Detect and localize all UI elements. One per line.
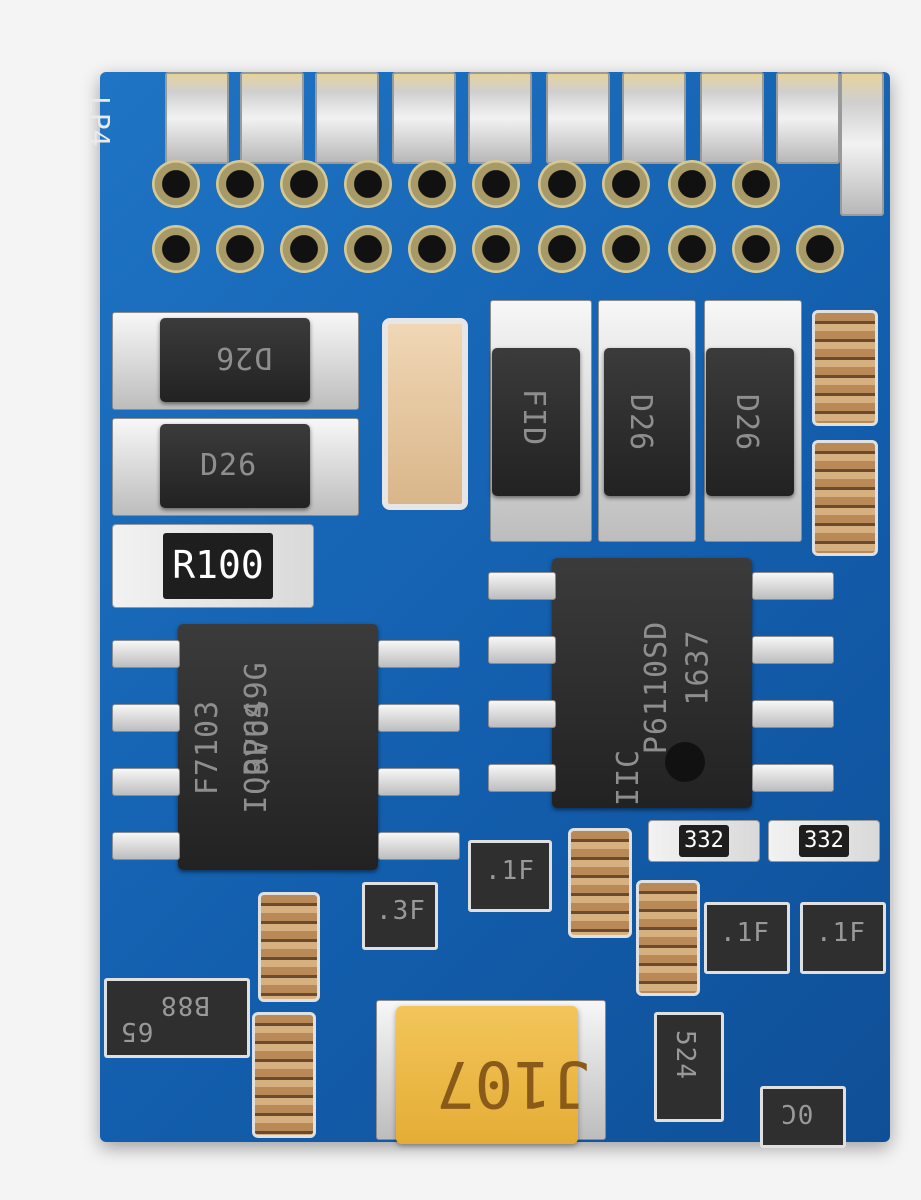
- diode-marking: D26: [729, 393, 765, 452]
- ic-pin: [378, 704, 460, 732]
- diode: [492, 348, 580, 496]
- ic-pin: [752, 636, 834, 664]
- ic-pin: [112, 704, 180, 732]
- through-hole: [152, 160, 200, 208]
- ic-marking: 1637: [680, 629, 716, 706]
- ic-pin: [378, 832, 460, 860]
- connector-pad: [315, 72, 379, 164]
- chip-marking: 0C: [780, 1098, 814, 1128]
- through-hole: [408, 160, 456, 208]
- ic-pin: [488, 572, 556, 600]
- through-hole: [152, 225, 200, 273]
- ic-pin: [112, 768, 180, 796]
- ic-marking: 9VUS: [240, 699, 276, 776]
- through-hole: [216, 160, 264, 208]
- ic-pin: [112, 640, 180, 668]
- resistor-small: [812, 440, 878, 556]
- diode: [604, 348, 690, 496]
- resistor-marking: R100: [163, 533, 273, 599]
- tantalum-marking: J107: [436, 1046, 591, 1120]
- resistor-marking: 332: [799, 825, 849, 857]
- chip-marking: .3F: [376, 896, 426, 926]
- diode-marking: D26: [215, 340, 273, 375]
- smd-chip: [362, 882, 438, 950]
- through-hole: [668, 160, 716, 208]
- connector-pad: [840, 72, 884, 216]
- through-hole: [344, 160, 392, 208]
- silkscreen-label: LP4: [83, 96, 116, 147]
- diode-marking: FID: [516, 388, 552, 447]
- ic-pin: [488, 764, 556, 792]
- chip-marking: .1F: [816, 918, 866, 948]
- ic-right: [552, 558, 752, 808]
- connector-pad: [700, 72, 764, 164]
- through-hole: [216, 225, 264, 273]
- through-hole: [732, 160, 780, 208]
- connector-pad: [776, 72, 840, 164]
- resistor-r100: R100: [112, 524, 314, 608]
- ic-pin: [752, 764, 834, 792]
- through-hole: [408, 225, 456, 273]
- ic-pin: [752, 700, 834, 728]
- through-hole: [602, 160, 650, 208]
- diode-marking: D26: [200, 448, 258, 483]
- through-hole: [796, 225, 844, 273]
- through-hole: [602, 225, 650, 273]
- through-hole: [732, 225, 780, 273]
- chip-marking: 524: [669, 1030, 700, 1080]
- connector-pad: [622, 72, 686, 164]
- resistor-marking: 332: [679, 825, 729, 857]
- resistor-small: [568, 828, 632, 938]
- through-hole: [538, 225, 586, 273]
- connector-pad: [165, 72, 229, 164]
- smd-chip: [654, 1012, 724, 1122]
- tantalum-capacitor: J107: [396, 1006, 590, 1144]
- ic-marking: F7103: [190, 699, 226, 796]
- chip-marking: 65: [120, 1016, 154, 1046]
- ic-left: [178, 624, 378, 870]
- through-hole: [668, 225, 716, 273]
- diode-marking: D26: [623, 393, 659, 452]
- chip-marking: .1F: [720, 918, 770, 948]
- pin1-dot: [665, 742, 705, 782]
- through-hole: [344, 225, 392, 273]
- ic-pin: [378, 640, 460, 668]
- smd-chip: [104, 978, 250, 1058]
- ic-marking: IIC: [611, 748, 647, 807]
- smd-chip: [704, 902, 790, 974]
- connector-pad: [240, 72, 304, 164]
- capacitor: [382, 318, 468, 510]
- diode: [706, 348, 794, 496]
- connector-pad: [546, 72, 610, 164]
- resistor-332: 332: [768, 820, 880, 862]
- through-hole: [472, 225, 520, 273]
- resistor-small: [252, 1012, 316, 1138]
- connector-pad: [392, 72, 456, 164]
- ic-marking: P6110SD: [639, 620, 675, 755]
- through-hole: [280, 160, 328, 208]
- ic-pin: [488, 636, 556, 664]
- connector-pad: [468, 72, 532, 164]
- resistor-small: [636, 880, 700, 996]
- ic-pin: [112, 832, 180, 860]
- resistor-332: 332: [648, 820, 760, 862]
- resistor-small: [258, 892, 320, 1002]
- chip-marking: .1F: [485, 856, 535, 886]
- through-hole: [472, 160, 520, 208]
- smd-chip: [760, 1086, 846, 1148]
- resistor-small: [812, 310, 878, 426]
- through-hole: [538, 160, 586, 208]
- chip-marking: B88: [160, 990, 210, 1020]
- diode: [160, 318, 310, 402]
- smd-chip: [800, 902, 886, 974]
- ic-pin: [752, 572, 834, 600]
- ic-pin: [378, 768, 460, 796]
- ic-pin: [488, 700, 556, 728]
- through-hole: [280, 225, 328, 273]
- smd-chip: [468, 840, 552, 912]
- diode: [160, 424, 310, 508]
